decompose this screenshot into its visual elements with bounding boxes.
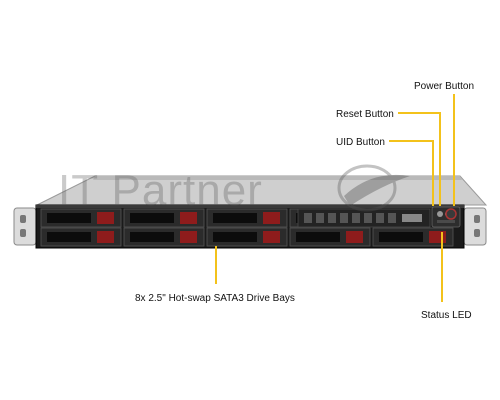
drive-latch	[263, 231, 280, 243]
drive-latch	[180, 212, 197, 224]
left-rack-ear	[13, 207, 37, 246]
status-led-label: Status LED	[421, 310, 472, 321]
reset-callout-line	[398, 112, 441, 206]
drive-latch	[97, 231, 114, 243]
power-button[interactable]	[445, 208, 457, 220]
drive-bay-8	[289, 227, 371, 247]
watermark-text: IT Partner	[58, 166, 263, 215]
drive-latch	[180, 231, 197, 243]
chassis-top-edge	[93, 176, 462, 180]
vent-grille	[297, 208, 431, 228]
uid-button-label: UID Button	[336, 137, 385, 148]
power-button-label: Power Button	[414, 81, 475, 92]
drive-bay-extra	[372, 227, 454, 247]
callout-lines	[215, 94, 455, 302]
control-panel	[431, 206, 461, 228]
drive-latch	[97, 212, 114, 224]
drive-bay-5	[40, 227, 122, 247]
drive-latch	[346, 231, 363, 243]
drive-bay-2	[123, 208, 205, 228]
drive-bay-3	[206, 208, 288, 228]
right-rack-ear	[463, 207, 487, 246]
uid-callout-line	[389, 140, 434, 206]
watermark-logo	[337, 164, 410, 212]
drive-bay-7	[206, 227, 288, 247]
drive-bay-1	[40, 208, 122, 228]
drive-bay-6	[123, 227, 205, 247]
drive-bays-label: 8x 2.5" Hot-swap SATA3 Drive Bays	[135, 293, 295, 304]
drive-latch	[263, 212, 280, 224]
chassis-front-bezel-top	[36, 205, 464, 208]
status-led-strip	[437, 220, 455, 223]
uid-button[interactable]	[437, 211, 443, 217]
reset-button-label: Reset Button	[336, 109, 394, 120]
drive-latch	[429, 231, 446, 243]
